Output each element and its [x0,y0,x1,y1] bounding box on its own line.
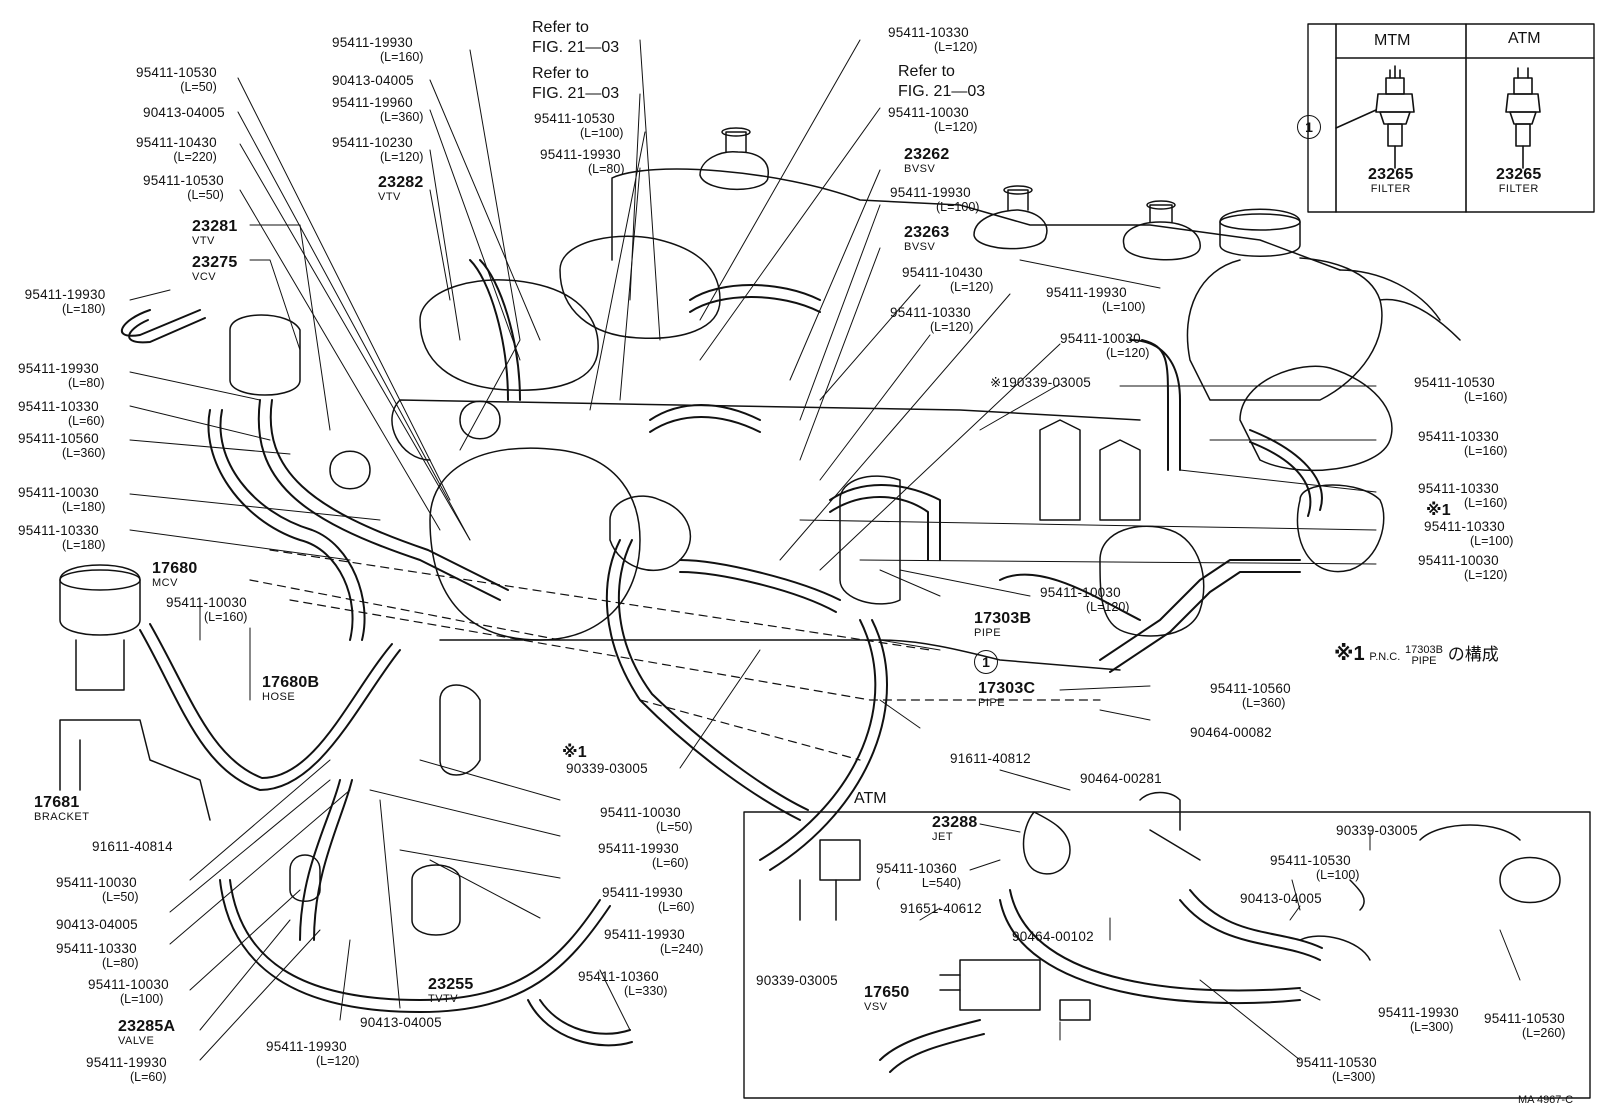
label-top-2: 95411-19960(L=360) [332,95,424,125]
label-right-4: 95411-10330(L=100) [1424,519,1514,549]
label-inset-3: 90464-00102 [1012,929,1094,944]
column-atm: ATM [1508,30,1541,47]
label-left-16: 91611-40814 [92,839,173,854]
label-bottom-2: 95411-10030(L=50) [600,805,693,835]
inset-table-frame [1307,23,1595,213]
label-top-5: 95411-10530(L=100) [534,111,624,141]
label-left-20: 95411-10030(L=100) [88,977,169,1007]
label-atm: ATM [854,790,887,807]
label-inset-7: 90413-04005 [1240,891,1322,906]
label-top-14: 95411-19930(L=100) [1046,285,1146,315]
inset-frame-vsv [743,811,1591,1099]
label-left-9: 95411-10560(L=360) [18,431,106,461]
label-left-13: 95411-10030(L=160) [166,595,248,625]
label-left-2: 95411-10430(L=220) [136,135,217,165]
circle-marker-inset: 1 [1297,115,1321,139]
label-left-11: 95411-10330(L=180) [18,523,106,553]
label-left-19: 95411-10330(L=80) [56,941,139,971]
label-left-3: 95411-10530(L=50) [143,173,224,203]
label-bottom-5: 95411-19930(L=240) [604,927,704,957]
label-left-7: 95411-19930(L=80) [18,361,105,391]
label-right-12: 90464-00281 [1080,771,1162,786]
label-inset-8: 90339-03005 [1336,823,1418,838]
label-bottom-1: 90339-03005 [566,761,648,776]
label-left-0: 95411-10530(L=50) [136,65,217,95]
drawing-code: MA 4967-C [1518,1094,1574,1106]
label-top-0: 95411-19930(L=160) [332,35,424,65]
label-bottom-0: ※1 [562,744,587,761]
label-right-9: 95411-10560(L=360) [1210,681,1291,711]
label-bottom-9: 95411-19930(L=120) [266,1039,360,1069]
label-top-3: 95411-10230(L=120) [332,135,424,165]
label-right-0: 95411-10530(L=160) [1414,375,1508,405]
label-top-6: 95411-19930(L=80) [540,147,625,177]
label-inset-10: 95411-10530(L=260) [1484,1011,1566,1041]
label-left-18: 90413-04005 [56,917,138,932]
label-left-6: 95411-19930(L=180) [24,287,106,317]
label-top-13: 95411-10330(L=120) [890,305,974,335]
label-left-22: 95411-19930(L=60) [86,1055,167,1085]
label-right-2: 95411-10330(L=160) [1418,481,1508,511]
label-right-11: 91611-40812 [950,751,1031,766]
label-right-3: ※1 [1426,502,1451,519]
label-right-10: 90464-00082 [1190,725,1272,740]
mtm-filter-icon [1375,65,1415,169]
label-inset-2: 91651-40612 [900,901,982,916]
label-inset-1: 95411-10360( L=540) [876,861,962,891]
inset-components [799,791,1561,1021]
label-inset-6: 95411-10530(L=100) [1270,853,1360,883]
engine-outline [59,127,1461,936]
circle-marker-main: 1 [974,650,998,674]
label-inset-11: 95411-10530(L=300) [1296,1055,1377,1085]
label-right-5: 95411-10030(L=120) [1418,553,1508,583]
dashed-guides [249,549,1101,761]
column-mtm: MTM [1374,32,1411,49]
label-top-1: 90413-04005 [332,73,414,88]
label-bottom-4: 95411-19930(L=60) [602,885,695,915]
label-left-10: 95411-10030(L=180) [18,485,106,515]
vacuum-hoses [120,259,1323,1073]
label-bottom-6: 95411-10360(L=330) [578,969,668,999]
label-top-8: 95411-10030(L=120) [888,105,978,135]
label-top-12: 95411-10430(L=120) [902,265,994,295]
label-top-7: 95411-10330(L=120) [888,25,978,55]
leader-lines [129,39,1521,1061]
label-bottom-8: 90413-04005 [360,1015,442,1030]
label-top-16: ※190339-03005 [990,375,1091,390]
label-left-1: 90413-04005 [143,105,225,120]
label-right-6: 95411-10030(L=120) [1040,585,1130,615]
label-inset-4: 90339-03005 [756,973,838,988]
label-top-10: 95411-19930(L=100) [890,185,980,215]
atm-filter-icon [1505,67,1541,169]
label-bottom-3: 95411-19930(L=60) [598,841,689,871]
label-top-15: 95411-10030(L=120) [1060,331,1150,361]
label-left-8: 95411-10330(L=60) [18,399,105,429]
label-left-17: 95411-10030(L=50) [56,875,139,905]
label-inset-9: 95411-19930(L=300) [1378,1005,1459,1035]
label-right-1: 95411-10330(L=160) [1418,429,1508,459]
